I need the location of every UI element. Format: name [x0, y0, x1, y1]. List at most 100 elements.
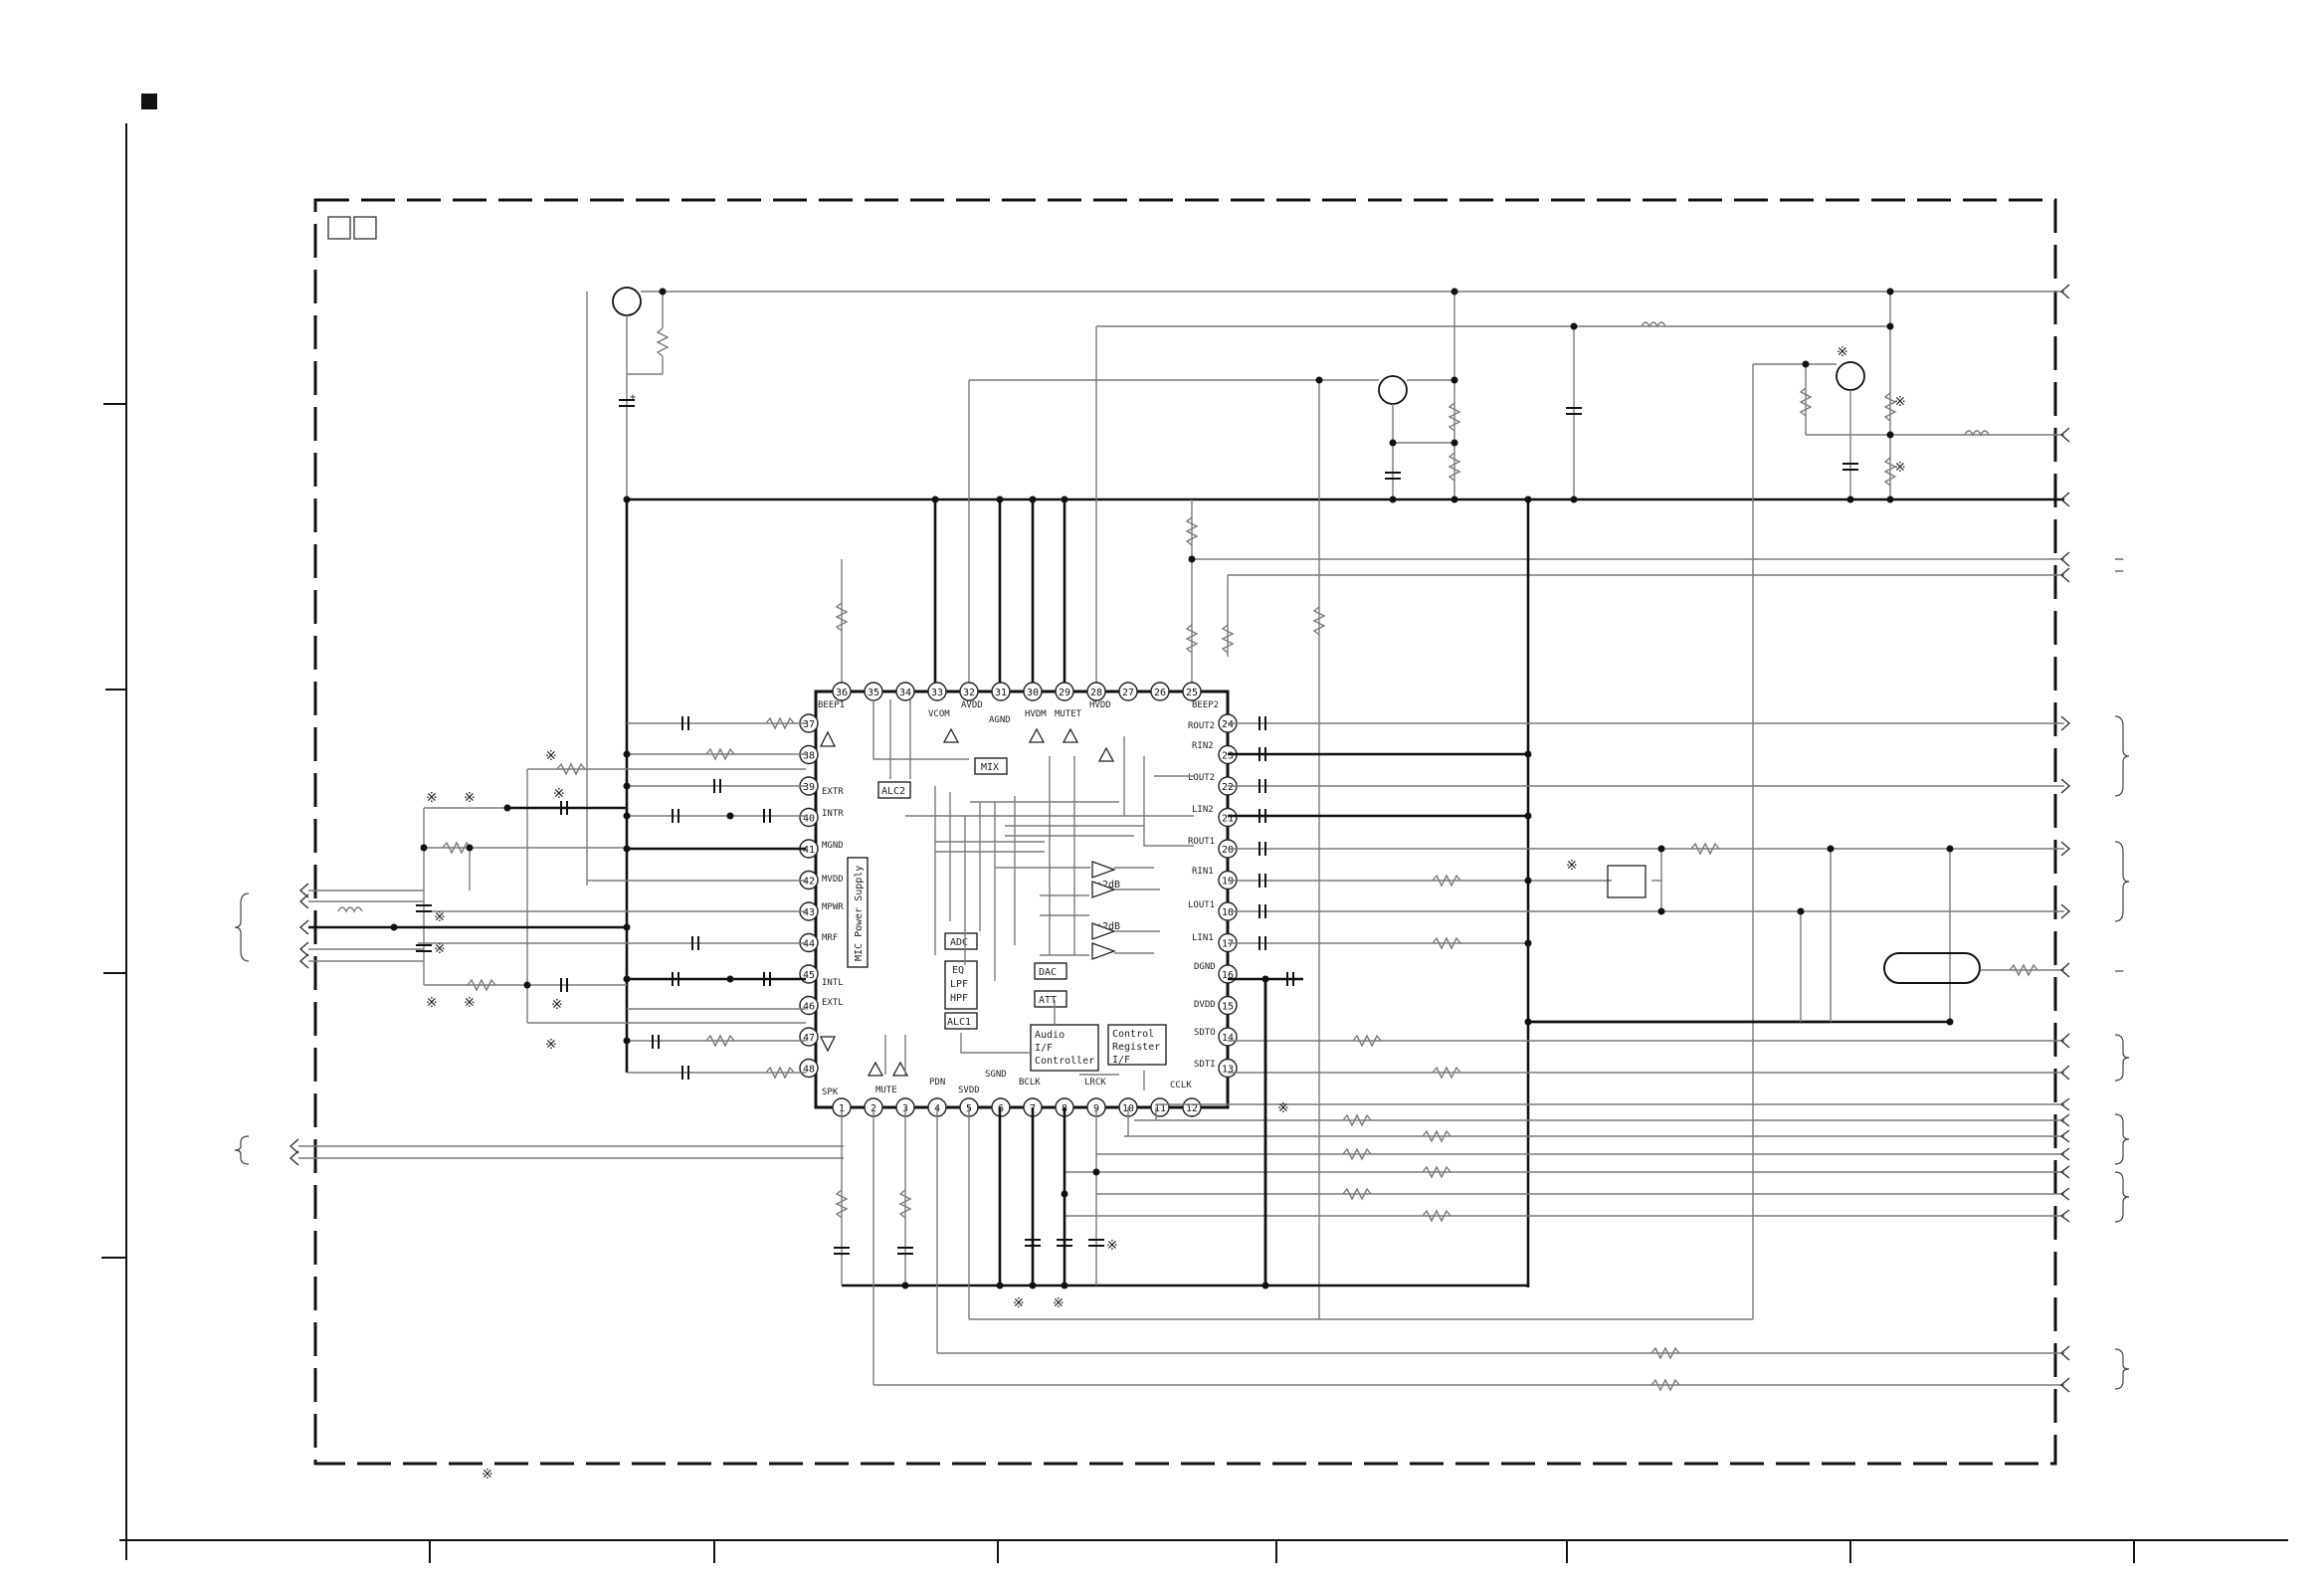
block-control-1: Control — [1112, 1029, 1154, 1040]
block-audio-if-2: I/F — [1035, 1043, 1053, 1054]
lbl-vcom: VCOM — [928, 709, 950, 719]
pin-number-left-10: 47 — [803, 1033, 815, 1044]
block-alc2: ALC2 — [881, 786, 905, 797]
pin-number-left-9: 46 — [803, 1002, 815, 1013]
lbl-rout2: ROUT2 — [1188, 721, 1215, 731]
pin-number-top-8: 28 — [1090, 688, 1102, 698]
gain-b: +2dB — [1096, 921, 1120, 932]
svg-text:※: ※ — [545, 1037, 557, 1053]
pin-number-top-11: 25 — [1186, 688, 1198, 698]
pin-number-left-0: 37 — [803, 719, 815, 730]
lbl-cclk: CCLK — [1170, 1081, 1192, 1090]
pin-number-right-5: 19 — [1222, 877, 1234, 888]
pin-number-left-6: 43 — [803, 907, 815, 918]
pin-number-left-3: 40 — [803, 814, 815, 825]
block-control-3: I/F — [1112, 1055, 1130, 1066]
board-outline — [313, 198, 2057, 1466]
block-lpf: LPF — [950, 979, 968, 990]
ic-pin-labels: BEEP1 VCOM AVDD AGND HVDM MUTET HVDD BEE… — [818, 700, 1219, 1097]
lbl-rin1: RIN1 — [1192, 867, 1214, 877]
lbl-sgnd: SGND — [985, 1070, 1007, 1080]
svg-text:※: ※ — [1894, 460, 1906, 476]
pin-right-3 — [1218, 807, 1238, 828]
svg-text:※: ※ — [426, 790, 438, 806]
pin-number-left-2: 39 — [803, 782, 815, 793]
lbl-intr: INTR — [822, 809, 844, 819]
block-dac: DAC — [1039, 967, 1057, 978]
pin-number-top-4: 32 — [963, 688, 975, 698]
lbl-dgnd: DGND — [1194, 962, 1216, 972]
pin-top-7 — [1055, 682, 1074, 701]
pin-top-6 — [1023, 682, 1043, 701]
pin-number-right-4: 20 — [1222, 845, 1234, 856]
lbl-mpwr: MPWR — [822, 902, 844, 912]
lbl-lin1: LIN1 — [1192, 933, 1214, 943]
lbl-pdn: PDN — [929, 1078, 945, 1087]
pin-number-right-2: 22 — [1222, 782, 1234, 793]
svg-text:–: – — [2115, 563, 2124, 579]
pin-number-right-8: 16 — [1222, 970, 1234, 981]
lbl-mgnd: MGND — [822, 841, 844, 851]
lbl-spk: SPK — [822, 1087, 839, 1097]
pin-number-right-1: 23 — [1222, 751, 1234, 762]
lbl-avdd: AVDD — [961, 700, 983, 710]
block-eq: EQ — [952, 965, 964, 976]
lbl-dvdd: DVDD — [1194, 1000, 1216, 1010]
svg-text:※: ※ — [482, 1467, 493, 1482]
pin-number-right-3: 21 — [1222, 814, 1234, 825]
ic-internal-blocks: MIX ALC2 ADC EQ LPF HPF ALC1 DAC ATT Aud… — [819, 699, 1194, 1090]
lbl-mvdd: MVDD — [822, 875, 844, 885]
svg-text:※: ※ — [551, 997, 563, 1013]
lbl-svdd: SVDD — [958, 1086, 980, 1095]
lbl-mutet: MUTET — [1055, 709, 1082, 719]
pin-number-top-2: 34 — [899, 688, 911, 698]
lbl-extl: EXTL — [822, 998, 844, 1008]
pin-number-top-3: 33 — [931, 688, 943, 698]
group-braces — [234, 715, 2130, 1390]
pin-number-top-10: 26 — [1154, 688, 1166, 698]
pin-number-bottom-10: 11 — [1154, 1103, 1166, 1114]
lbl-agnd: AGND — [989, 715, 1011, 725]
pin-number-top-0: 36 — [836, 688, 848, 698]
block-mix: MIX — [981, 762, 999, 773]
pin-bottom-11 — [1182, 1097, 1202, 1117]
pin-number-top-9: 27 — [1122, 688, 1134, 698]
pin-number-top-7: 29 — [1059, 688, 1070, 698]
svg-text:+: + — [630, 392, 636, 403]
pin-top-9 — [1118, 682, 1138, 701]
pin-number-right-9: 15 — [1222, 1002, 1234, 1013]
pin-number-left-5: 42 — [803, 877, 815, 888]
svg-text:※: ※ — [1894, 394, 1906, 410]
lbl-sdto: SDTO — [1194, 1028, 1216, 1038]
lbl-bclk: BCLK — [1019, 1078, 1041, 1087]
frame-axes — [101, 123, 2288, 1563]
pin-number-left-8: 45 — [803, 970, 815, 981]
power-wiring: + — [586, 287, 2064, 1319]
lbl-lout2: LOUT2 — [1188, 773, 1215, 783]
gain-a: +2dB — [1096, 880, 1120, 890]
lbl-extr: EXTR — [822, 787, 844, 797]
section-marker — [141, 94, 157, 109]
pin-number-right-0: 24 — [1222, 719, 1234, 730]
title-placeholder-boxes — [327, 216, 377, 240]
pin-left-9 — [799, 995, 819, 1016]
pin-number-top-6: 30 — [1027, 688, 1039, 698]
lbl-rout1: ROUT1 — [1188, 837, 1215, 847]
pin-top-2 — [895, 682, 915, 701]
svg-text:※: ※ — [434, 941, 446, 957]
pin-top-3 — [927, 682, 947, 701]
pin-number-left-11: 48 — [803, 1065, 815, 1076]
pin-number-top-5: 31 — [995, 688, 1007, 698]
pin-number-right-10: 14 — [1222, 1033, 1234, 1044]
lbl-lrck: LRCK — [1084, 1078, 1106, 1087]
lbl-lin2: LIN2 — [1192, 805, 1214, 815]
block-alc1: ALC1 — [947, 1017, 971, 1028]
pin-number-right-6: 18 — [1222, 907, 1234, 918]
block-mic-supply: MIC Power Supply — [854, 866, 865, 961]
lbl-sdti: SDTI — [1194, 1060, 1216, 1070]
svg-text:※: ※ — [545, 748, 557, 764]
svg-text:※: ※ — [1277, 1100, 1289, 1116]
block-audio-if-1: Audio — [1035, 1030, 1065, 1041]
pin-number-bottom-11: 12 — [1186, 1103, 1198, 1114]
lbl-lout1: LOUT1 — [1188, 900, 1215, 910]
